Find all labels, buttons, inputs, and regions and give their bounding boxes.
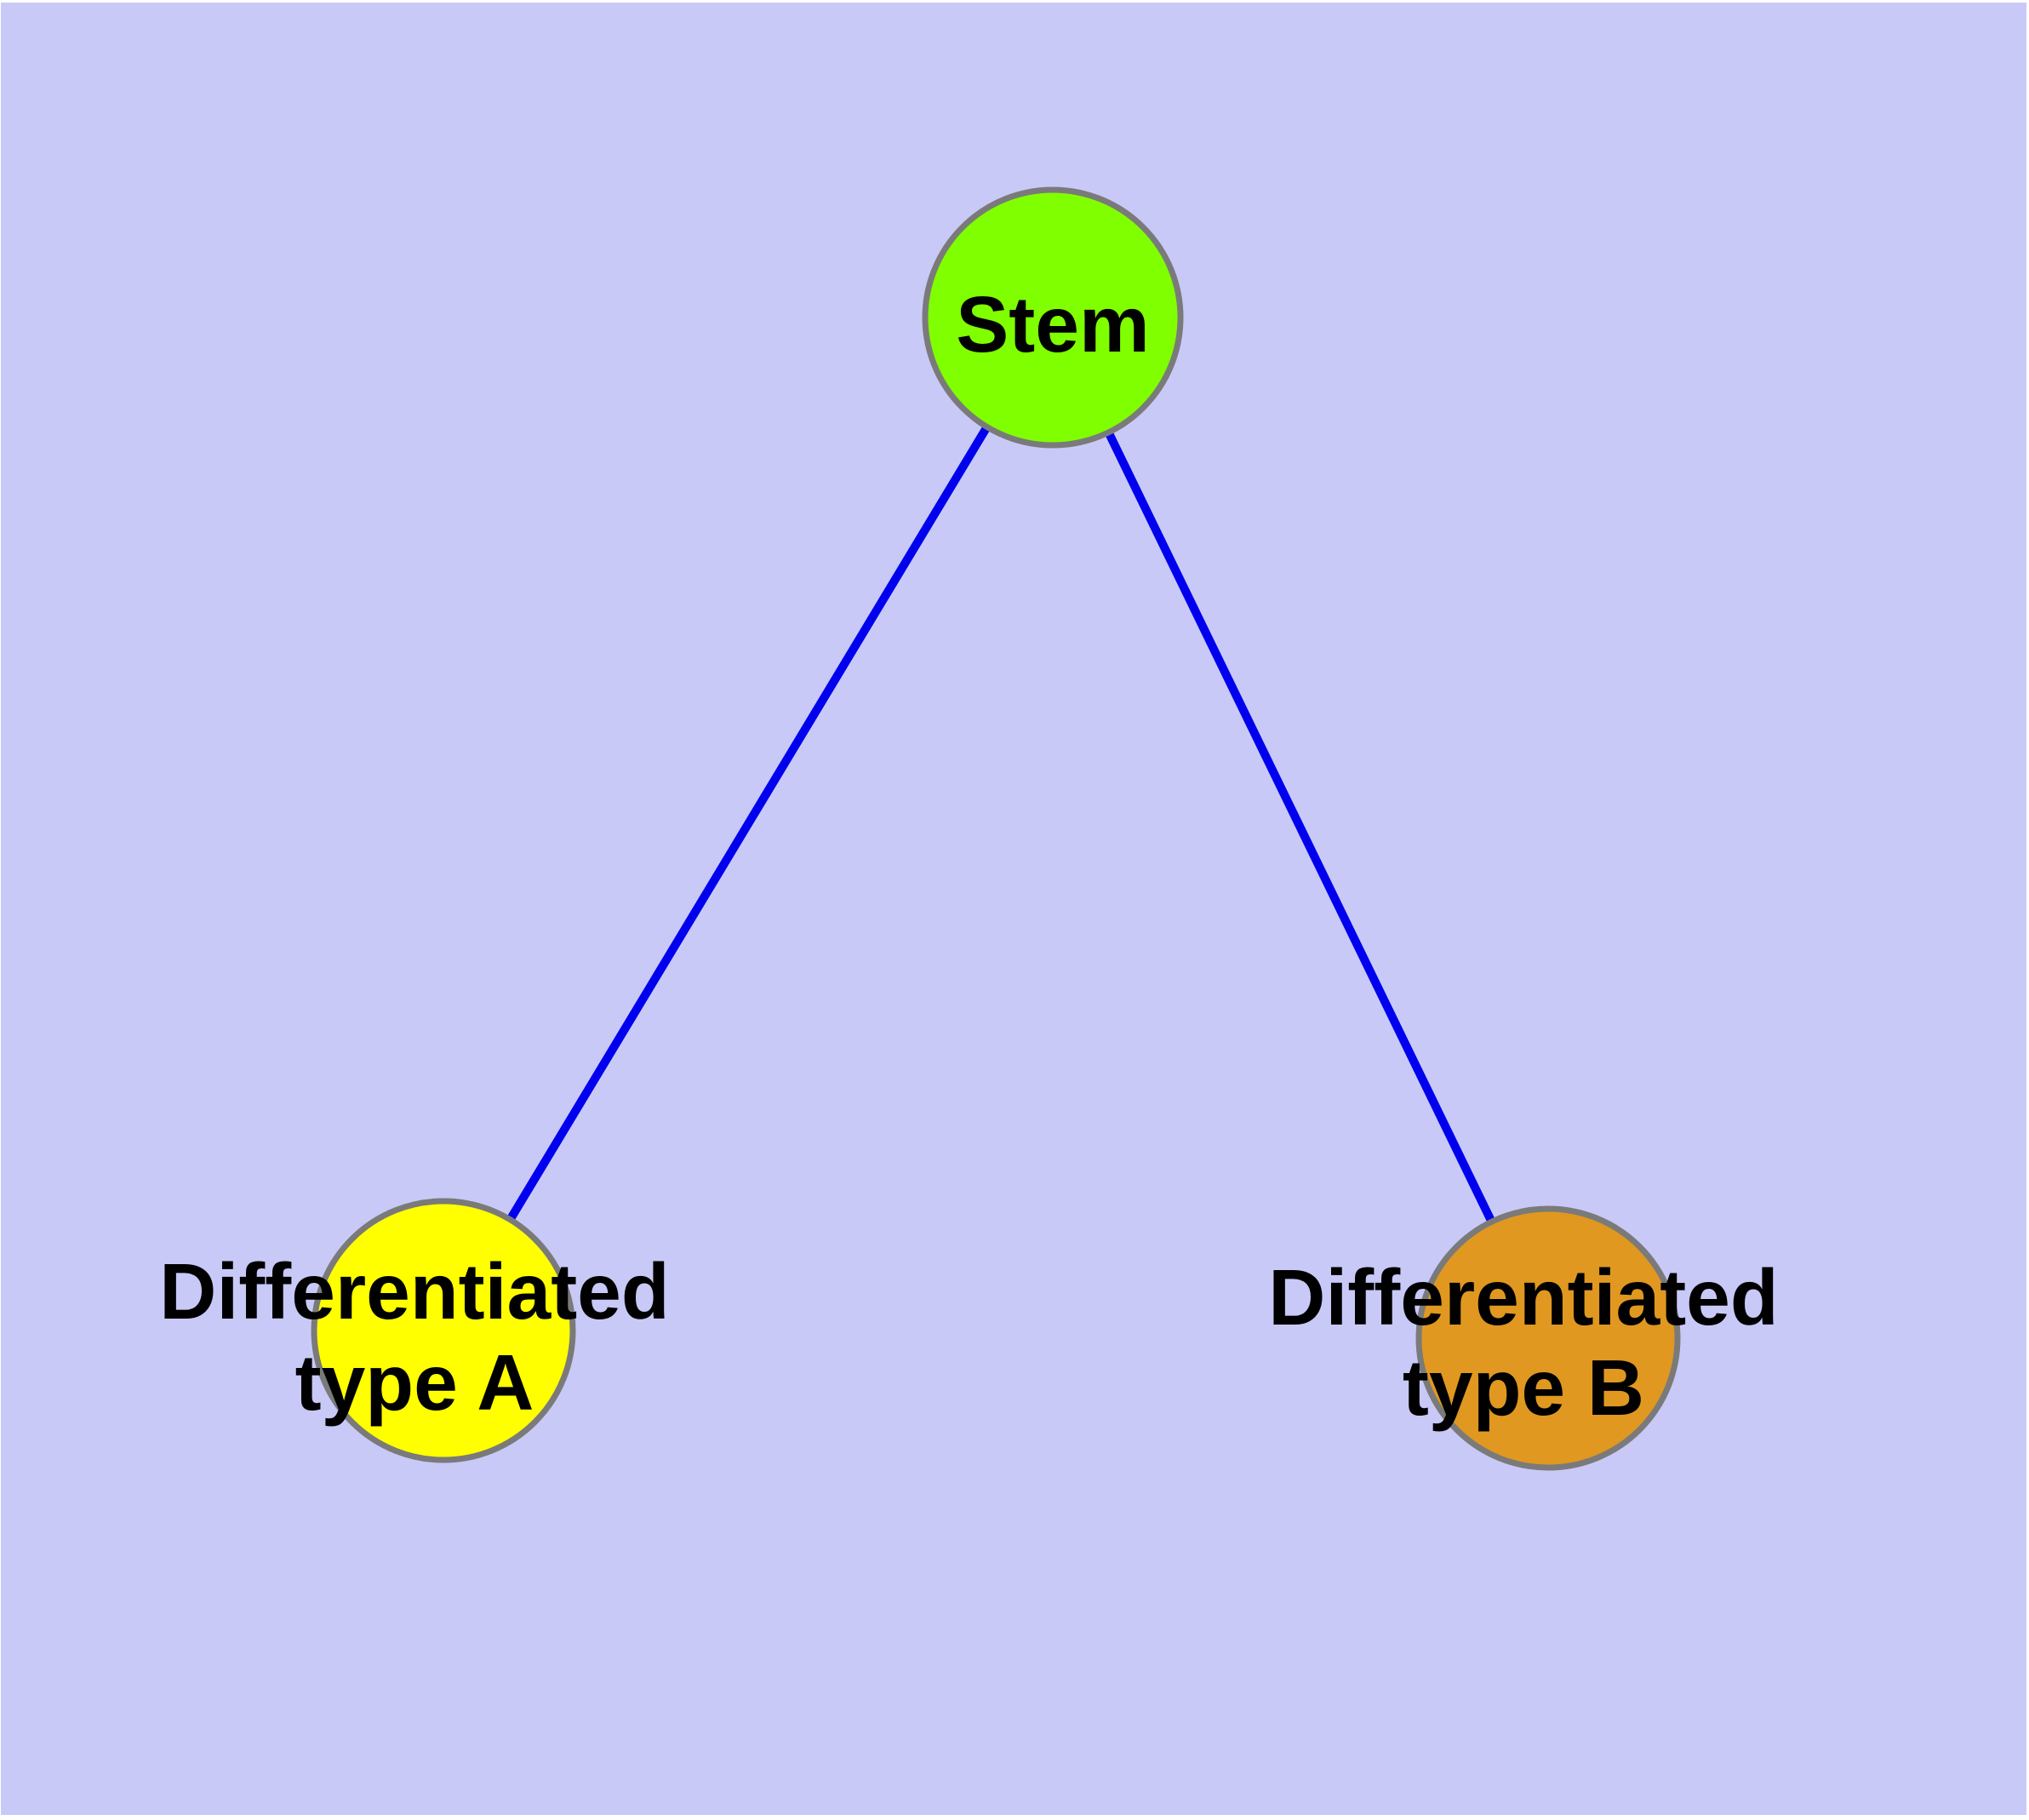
- node-type-a-label-line2: type A: [295, 1338, 534, 1427]
- node-stem-label: Stem: [956, 280, 1149, 369]
- edge-stem-to-type-b: [1049, 315, 1552, 1341]
- node-type-b-label-line2: type B: [1403, 1343, 1644, 1432]
- node-stem[interactable]: [922, 186, 1184, 449]
- node-type-b-label-line1: Differentiated: [1268, 1253, 1778, 1342]
- node-type-a-label-line1: Differentiated: [159, 1247, 669, 1336]
- edge-stem-to-type-a: [439, 315, 1057, 1333]
- node-differentiated-type-a[interactable]: [311, 1198, 576, 1463]
- node-differentiated-type-b[interactable]: [1415, 1205, 1681, 1471]
